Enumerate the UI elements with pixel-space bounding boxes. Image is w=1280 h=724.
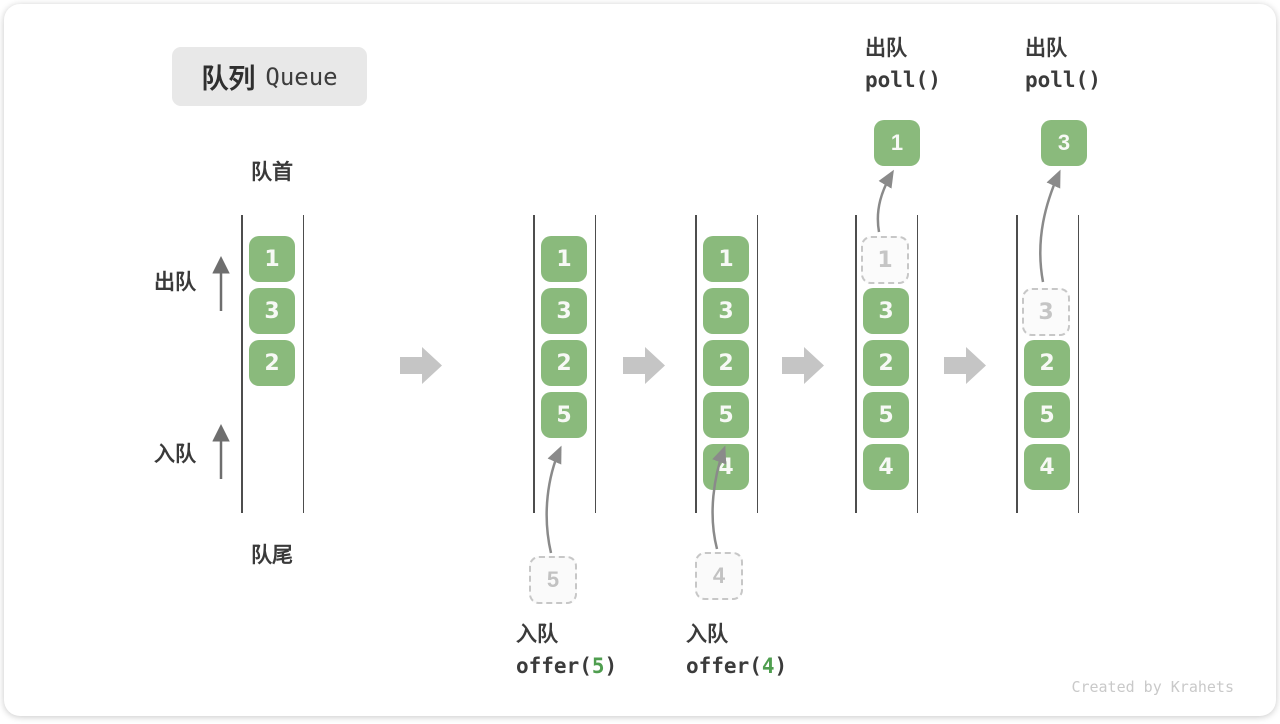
watermark-credit: Created by Krahets [1071, 678, 1234, 696]
offer4-code: offer(4) [686, 650, 787, 682]
queue-cell: 5 [703, 392, 749, 438]
queue-cell-ghost: 1 [861, 236, 909, 284]
queue-cell: 2 [1024, 340, 1070, 386]
queue-cell: 5 [1024, 392, 1070, 438]
state-arrow-icon [944, 347, 986, 384]
dequeued-value-box: 1 [874, 120, 920, 166]
queue-cell: 5 [541, 392, 587, 438]
queue-cell: 2 [703, 340, 749, 386]
state-arrow-icon [782, 347, 824, 384]
queue-cell: 3 [541, 288, 587, 334]
queue-cell: 4 [1024, 444, 1070, 490]
queue-wall-left [241, 215, 243, 513]
queue-wall-left [1016, 215, 1018, 513]
state-arrow-icon [623, 347, 665, 384]
dequeue-label: 出队 [1025, 34, 1101, 64]
title-chinese: 队列 [201, 57, 255, 96]
queue-cell: 2 [541, 340, 587, 386]
queue-wall-left [533, 215, 535, 513]
poll2-code: poll() [1025, 64, 1101, 96]
dequeue-poll2-annotation: 出队 poll() [1025, 34, 1101, 96]
title-badge: 队列 Queue [172, 47, 367, 106]
queue-state-1: 1 3 2 [241, 215, 304, 513]
dequeue-label: 出队 [865, 34, 941, 64]
queue-cell: 1 [249, 236, 295, 282]
queue-state-2: 1 3 2 5 [533, 215, 596, 513]
incoming-ghost-box: 5 [529, 556, 577, 604]
queue-cell: 1 [703, 236, 749, 282]
queue-front-label: 队首 [241, 156, 303, 186]
queue-cell: 2 [863, 340, 909, 386]
queue-wall-right [303, 215, 305, 513]
queue-cell: 4 [863, 444, 909, 490]
enqueue-label: 入队 [516, 620, 617, 650]
enqueue-label: 入队 [686, 620, 787, 650]
queue-wall-left [855, 215, 857, 513]
dequeued-value-box: 3 [1041, 120, 1087, 166]
queue-cell: 2 [249, 340, 295, 386]
enqueue-direction-label: 入队 [154, 438, 196, 468]
arrows-overlay [4, 4, 1280, 724]
queue-wall-right [1078, 215, 1080, 513]
poll1-code: poll() [865, 64, 941, 96]
queue-cell: 3 [703, 288, 749, 334]
queue-state-3: 1 3 2 5 4 [695, 215, 758, 513]
state-arrow-icon [400, 347, 442, 384]
dequeue-direction-label: 出队 [154, 266, 196, 296]
dequeue-poll1-annotation: 出队 poll() [865, 34, 941, 96]
queue-cell: 3 [863, 288, 909, 334]
queue-cell: 5 [863, 392, 909, 438]
queue-cell: 4 [703, 444, 749, 490]
queue-cell-ghost: 3 [1022, 288, 1070, 336]
queue-wall-right [595, 215, 597, 513]
offer4-arg: 4 [762, 654, 775, 678]
queue-cell: 1 [541, 236, 587, 282]
title-english: Queue [265, 63, 337, 91]
enqueue-offer5-annotation: 入队 offer(5) [516, 620, 617, 682]
queue-rear-label: 队尾 [241, 539, 303, 569]
incoming-ghost-box: 4 [695, 552, 743, 600]
offer5-arg: 5 [592, 654, 605, 678]
enqueue-offer4-annotation: 入队 offer(4) [686, 620, 787, 682]
queue-wall-right [757, 215, 759, 513]
queue-cell: 3 [249, 288, 295, 334]
queue-wall-right [917, 215, 919, 513]
offer5-code: offer(5) [516, 650, 617, 682]
queue-wall-left [695, 215, 697, 513]
